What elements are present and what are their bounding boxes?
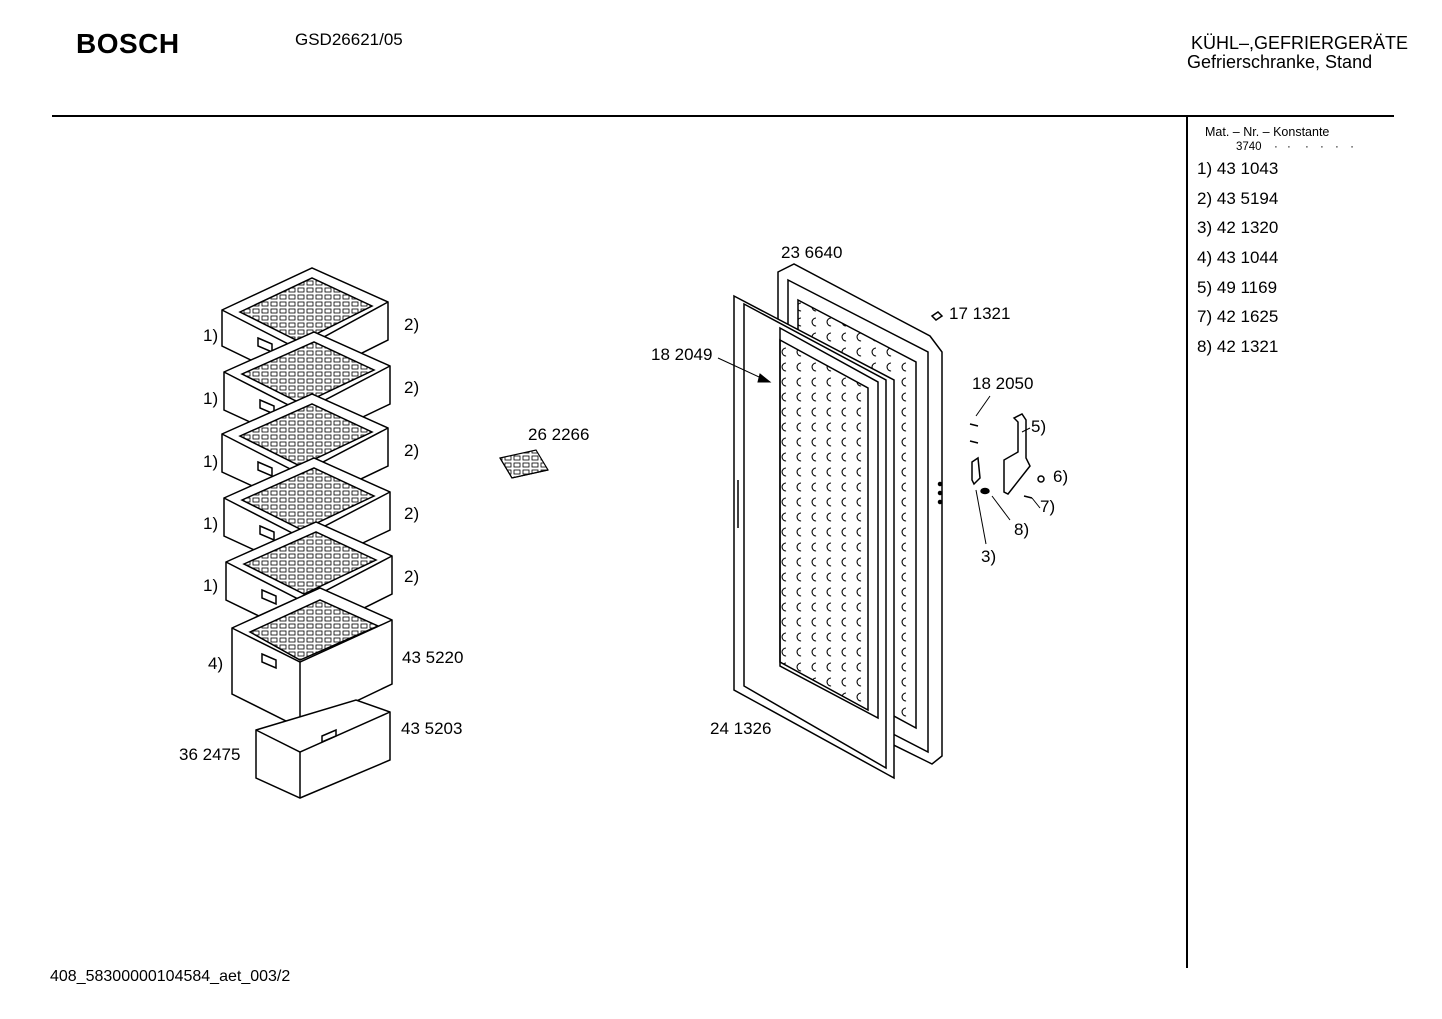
bottom-tray — [255, 699, 391, 799]
callout-hinge-5: 5) — [1031, 417, 1047, 436]
callout-big-drawer-right: 43 5220 — [402, 648, 464, 667]
drawer-stack — [221, 267, 393, 799]
constant-item: 3) 42 1320 — [1197, 218, 1279, 238]
constant-item: 8) 42 1321 — [1197, 337, 1279, 357]
callout-drawer-5-left: 1) — [203, 576, 219, 595]
constants-list: 1) 43 1043 2) 43 5194 3) 42 1320 4) 43 1… — [1197, 158, 1278, 366]
leader-lines — [717, 357, 1041, 545]
callout-drawer-4-right: 2) — [404, 504, 420, 523]
callout-bottom-tray-left: 36 2475 — [179, 745, 241, 764]
constant-item: 7) 42 1625 — [1197, 307, 1279, 327]
door-assembly — [733, 263, 943, 780]
header-divider — [52, 115, 1394, 117]
callout-drawer-2-left: 1) — [203, 389, 219, 408]
ice-tray — [499, 449, 549, 479]
callout-drawer-4-left: 1) — [203, 514, 219, 533]
drawer-large — [231, 587, 393, 729]
callout-drawer-2-right: 2) — [404, 378, 420, 397]
sidebar-divider — [1186, 115, 1188, 968]
callout-drawer-1-right: 2) — [404, 315, 420, 334]
callout-hinge-6: 6) — [1053, 467, 1069, 486]
callout-door-outer: 23 6640 — [781, 243, 843, 262]
callout-big-drawer-left: 4) — [208, 654, 224, 673]
constant-item: 4) 43 1044 — [1197, 248, 1279, 268]
category-subtitle: Gefrierschranke, Stand — [1187, 52, 1373, 72]
constant-dots-a: · · — [1274, 141, 1294, 153]
callout-door-screw: 17 1321 — [949, 304, 1011, 323]
footer-code: 408_58300000104584_aet_003/2 — [50, 968, 291, 985]
callout-hinge-7: 7) — [1040, 497, 1056, 516]
model-number: GSD26621/05 — [295, 30, 403, 49]
constant-item: 2) 43 5194 — [1197, 188, 1279, 208]
brand-logo: BOSCH — [76, 28, 180, 59]
callout-hinge-screw: 18 2050 — [972, 374, 1034, 393]
callout-hinge-3: 3) — [981, 547, 997, 566]
category-title: KÜHL–,GEFRIERGERÄTE — [1190, 33, 1408, 53]
callout-door-bottom: 24 1326 — [710, 719, 772, 738]
callout-bottom-tray-right: 43 5203 — [401, 719, 463, 738]
constant-item: 1) 43 1043 — [1197, 159, 1279, 178]
constant-item: 5) 49 1169 — [1197, 277, 1278, 297]
callout-drawer-3-right: 2) — [404, 441, 420, 460]
callout-ice-tray: 26 2266 — [528, 425, 590, 444]
callout-drawer-5-right: 2) — [404, 567, 420, 586]
callout-drawer-3-left: 1) — [203, 452, 219, 471]
callout-door-gasket: 18 2049 — [651, 345, 713, 364]
callout-drawer-1-left: 1) — [203, 326, 219, 345]
callout-hinge-8: 8) — [1014, 520, 1030, 539]
hinge-parts — [930, 311, 1045, 499]
constant-dots-b: · · · · — [1305, 141, 1358, 153]
constant-code: 3740 — [1236, 141, 1262, 153]
constants-heading: Mat. – Nr. – Konstante — [1205, 125, 1330, 139]
